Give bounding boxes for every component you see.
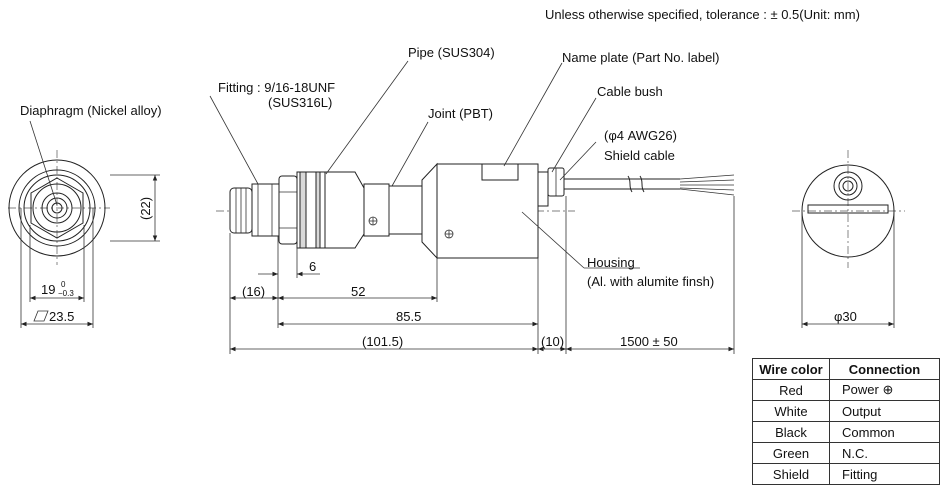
dim-19-tol-lower: −0.3 xyxy=(58,289,74,298)
connection-cell: Common xyxy=(829,421,940,443)
dim-19: 19 xyxy=(41,282,55,297)
cable-spec-label: (φ4 AWG26) xyxy=(604,128,677,143)
dim-52: 52 xyxy=(351,284,365,299)
wire-color-table: Wire color Connection Red Power ⊕ White … xyxy=(752,358,940,485)
diaphragm-label: Diaphragm (Nickel alloy) xyxy=(20,103,162,118)
wire-color-cell: Green xyxy=(752,442,830,464)
end-view-back: φ30 xyxy=(792,150,905,328)
table-row: White Output xyxy=(752,400,940,422)
header-wire-color: Wire color xyxy=(752,358,830,380)
connection-cell: Fitting xyxy=(829,463,940,485)
header-connection: Connection xyxy=(829,358,940,380)
table-header-row: Wire color Connection xyxy=(752,358,940,380)
shield-cable-label: Shield cable xyxy=(604,148,675,163)
end-view-front: Diaphragm (Nickel alloy) (22) 19 0 −0.3 … xyxy=(8,103,162,328)
table-row: Black Common xyxy=(752,421,940,443)
table-row: Shield Fitting xyxy=(752,463,940,485)
joint-label: Joint (PBT) xyxy=(428,106,493,121)
square-symbol-icon xyxy=(33,310,49,322)
name-plate-label: Name plate (Part No. label) xyxy=(562,50,720,65)
connection-cell: Power ⊕ xyxy=(829,379,940,401)
dim-19-tol-upper: 0 xyxy=(61,280,66,289)
dim-30: φ30 xyxy=(834,309,857,324)
dim-101-5: (101.5) xyxy=(362,334,403,349)
cable-bush-label: Cable bush xyxy=(597,84,663,99)
housing-label-line2: (Al. with alumite finsh) xyxy=(587,274,714,289)
dim-85-5: 85.5 xyxy=(396,309,421,324)
wire-color-cell: White xyxy=(752,400,830,422)
connection-cell: N.C. xyxy=(829,442,940,464)
dim-22: (22) xyxy=(138,197,153,220)
pipe-label: Pipe (SUS304) xyxy=(408,45,495,60)
dim-1500: 1500 ± 50 xyxy=(620,334,678,349)
dim-6: 6 xyxy=(309,259,316,274)
table-row: Green N.C. xyxy=(752,442,940,464)
side-view: Fitting : 9/16-18UNF (SUS316L) Pipe (SUS… xyxy=(209,45,735,354)
dim-23-5: 23.5 xyxy=(49,309,74,324)
wire-color-cell: Red xyxy=(752,379,830,401)
dim-10: (10) xyxy=(541,334,564,349)
tolerance-note: Unless otherwise specified, tolerance : … xyxy=(545,7,860,22)
housing-label-line1: Housing xyxy=(587,255,635,270)
connection-cell: Output xyxy=(829,400,940,422)
table-row: Red Power ⊕ xyxy=(752,379,940,401)
wire-color-cell: Shield xyxy=(752,463,830,485)
fitting-label-line2: (SUS316L) xyxy=(268,95,332,110)
dim-16: (16) xyxy=(242,284,265,299)
fitting-label-line1: Fitting : 9/16-18UNF xyxy=(218,80,335,95)
wire-color-cell: Black xyxy=(752,421,830,443)
